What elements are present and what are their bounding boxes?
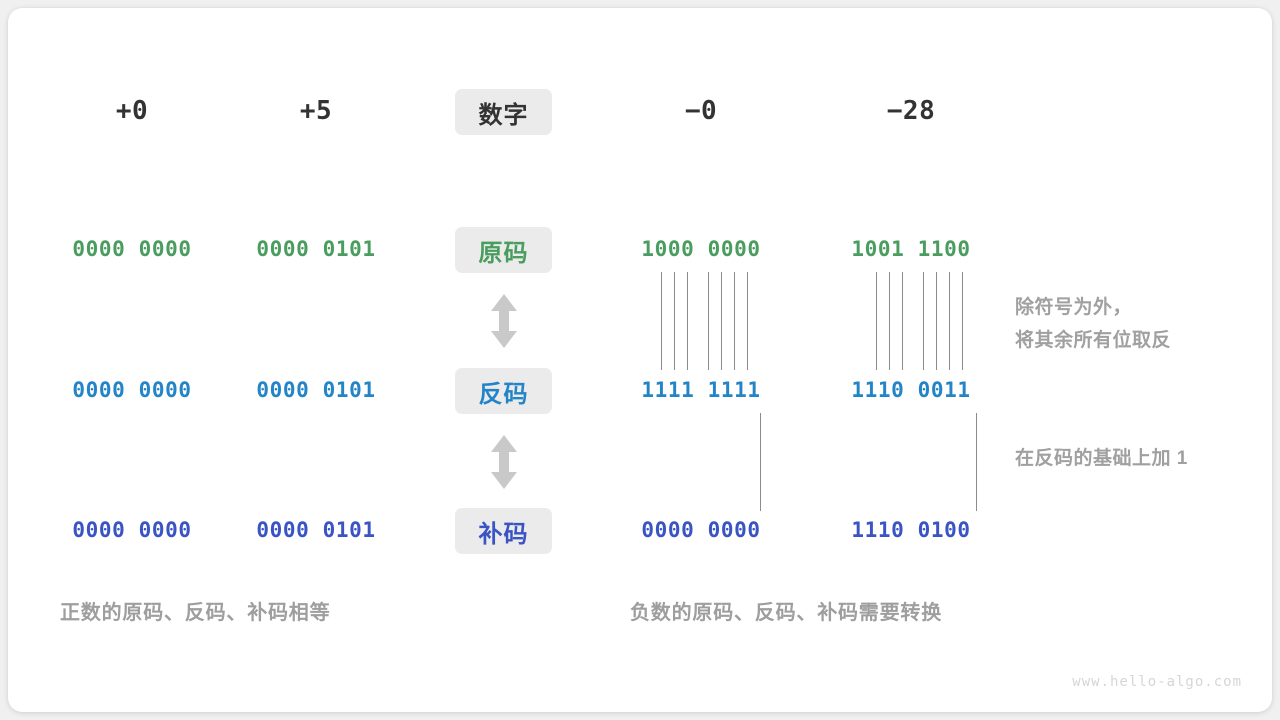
connector-line [923, 272, 924, 370]
header-number-minus-zero: −0 [684, 96, 718, 126]
twos-complement-value-plus-zero: 0000 0000 [72, 518, 192, 542]
diagram-card: +0 +5 数字 −0 −28 0000 0000 0000 0101 原码 1… [8, 8, 1272, 712]
connector-line [876, 272, 877, 370]
connector-line [674, 272, 675, 370]
true-form-value-plus-five: 0000 0101 [256, 237, 376, 261]
connector-line [747, 272, 748, 370]
caption-negative-numbers: 负数的原码、反码、补码需要转换 [630, 602, 942, 624]
twos-complement-value-minus-twentyeight: 1110 0100 [851, 518, 971, 542]
connector-line [976, 413, 977, 511]
header-number-plus-zero: +0 [115, 96, 149, 126]
connector-line [708, 272, 709, 370]
watermark: www.hello-algo.com [1072, 674, 1242, 690]
ones-complement-value-plus-five: 0000 0101 [256, 378, 376, 402]
ones-complement-value-plus-zero: 0000 0000 [72, 378, 192, 402]
ones-complement-value-minus-zero: 1111 1111 [641, 378, 761, 402]
connector-line [949, 272, 950, 370]
row-label-twos-complement: 补码 [455, 508, 552, 554]
ones-complement-value-minus-twentyeight: 1110 0011 [851, 378, 971, 402]
connector-line [936, 272, 937, 370]
connector-line [687, 272, 688, 370]
connector-line [962, 272, 963, 370]
connector-line [734, 272, 735, 370]
row-label-ones-complement: 反码 [455, 368, 552, 414]
connector-line [902, 272, 903, 370]
twos-complement-value-minus-zero: 0000 0000 [641, 518, 761, 542]
twos-complement-value-plus-five: 0000 0101 [256, 518, 376, 542]
up-down-arrow-icon-true-to-ones [487, 293, 521, 354]
connector-line [889, 272, 890, 370]
connector-line [721, 272, 722, 370]
true-form-value-plus-zero: 0000 0000 [72, 237, 192, 261]
true-form-value-minus-twentyeight: 1001 1100 [851, 237, 971, 261]
note-add-one: 在反码的基础上加 1 [1015, 448, 1188, 469]
caption-positive-numbers: 正数的原码、反码、补码相等 [60, 602, 331, 624]
header-number-minus-twentyeight: −28 [886, 96, 936, 126]
up-down-arrow-icon-ones-to-twos [487, 434, 521, 495]
note-invert-bits: 除符号为外， 将其余所有位取反 [1015, 297, 1172, 351]
row-label-true-form: 原码 [455, 227, 552, 273]
true-form-value-minus-zero: 1000 0000 [641, 237, 761, 261]
connector-line [661, 272, 662, 370]
header-number-plus-five: +5 [299, 96, 333, 126]
row-label-number: 数字 [455, 89, 552, 135]
connector-line [760, 413, 761, 511]
